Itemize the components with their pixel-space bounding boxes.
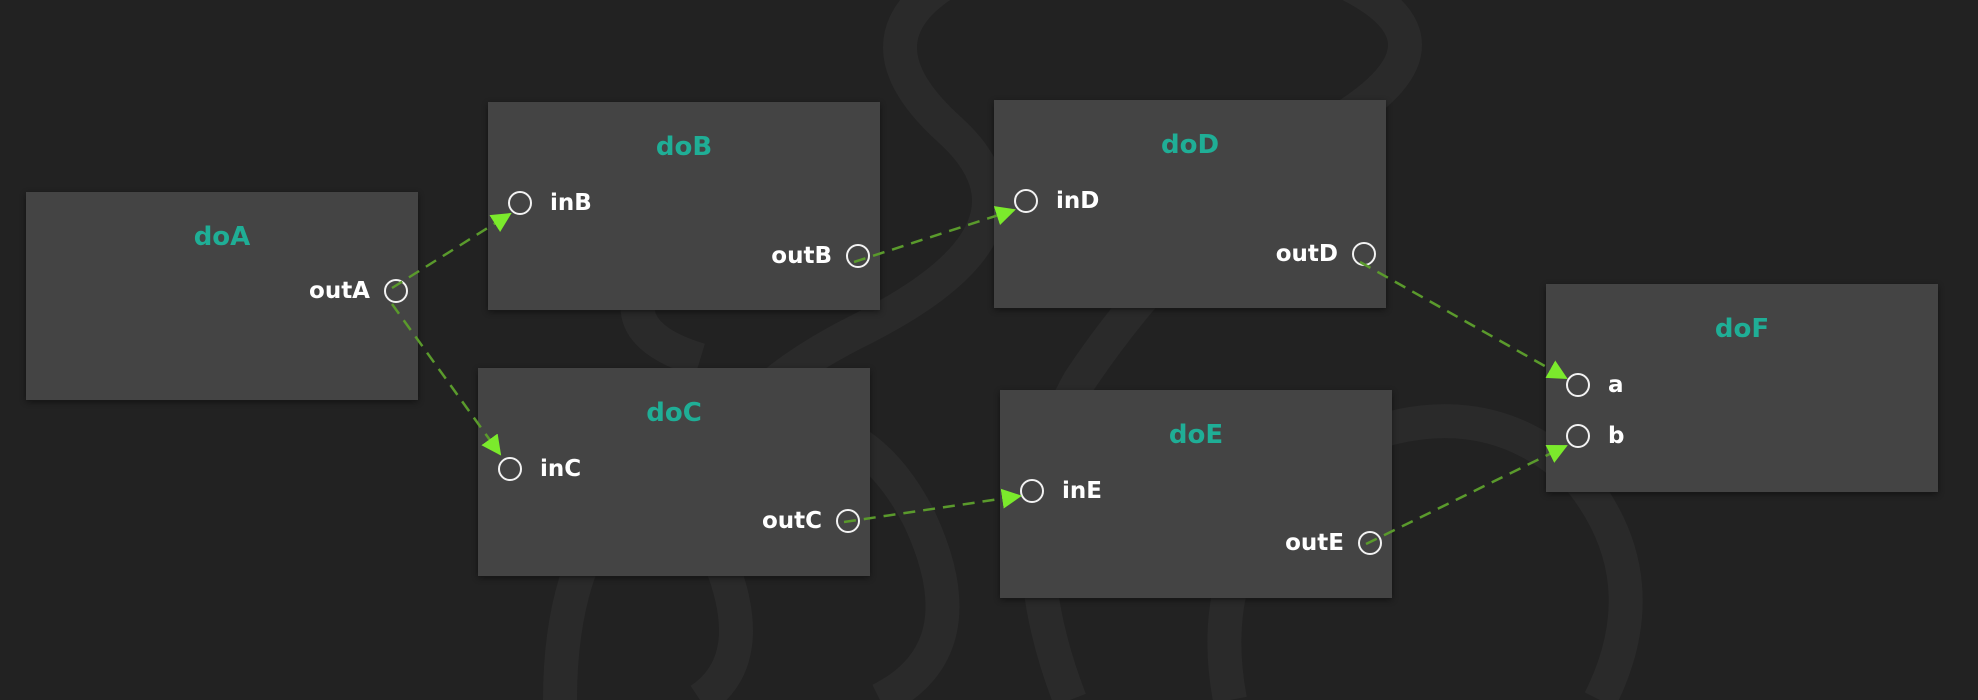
port-label: outA <box>309 278 370 304</box>
input-port-b[interactable]: b <box>1566 421 1624 451</box>
port-label: inD <box>1056 188 1100 214</box>
port-label: inB <box>550 190 592 216</box>
port-label: outB <box>771 243 832 269</box>
port-label: b <box>1608 423 1625 449</box>
port-circle-icon[interactable] <box>508 191 532 215</box>
port-label: inE <box>1062 478 1102 504</box>
node-doA[interactable]: doA outA <box>26 192 418 400</box>
port-label: outC <box>761 508 822 534</box>
input-port-inE[interactable]: inE <box>1020 476 1102 506</box>
output-port-outC[interactable]: outC <box>762 506 860 536</box>
output-port-outA[interactable]: outA <box>309 276 408 306</box>
output-port-outE[interactable]: outE <box>1285 528 1382 558</box>
input-port-inC[interactable]: inC <box>498 454 581 484</box>
port-label: outE <box>1285 530 1344 556</box>
node-doC[interactable]: doC inC outC <box>478 368 870 576</box>
port-label: inC <box>540 456 582 482</box>
input-port-inB[interactable]: inB <box>508 188 592 218</box>
port-label: a <box>1608 372 1624 398</box>
input-port-inD[interactable]: inD <box>1014 186 1099 216</box>
port-circle-icon[interactable] <box>1020 479 1044 503</box>
port-circle-icon[interactable] <box>1014 189 1038 213</box>
node-doE[interactable]: doE inE outE <box>1000 390 1392 598</box>
output-port-outD[interactable]: outD <box>1276 239 1376 269</box>
port-circle-icon[interactable] <box>1352 242 1376 266</box>
node-title: doE <box>1168 420 1224 450</box>
node-doF[interactable]: doF a b <box>1546 284 1938 492</box>
node-title: doA <box>193 222 251 252</box>
port-label: outD <box>1275 241 1338 267</box>
port-circle-icon[interactable] <box>1566 373 1590 397</box>
port-circle-icon[interactable] <box>498 457 522 481</box>
node-title: doD <box>1160 130 1220 160</box>
node-doB[interactable]: doB inB outB <box>488 102 880 310</box>
node-title: doC <box>646 398 702 428</box>
output-port-outB[interactable]: outB <box>771 241 870 271</box>
port-circle-icon[interactable] <box>846 244 870 268</box>
port-circle-icon[interactable] <box>1566 424 1590 448</box>
node-title: doB <box>655 132 713 162</box>
port-circle-icon[interactable] <box>1358 531 1382 555</box>
port-circle-icon[interactable] <box>384 279 408 303</box>
node-title: doF <box>1714 314 1770 344</box>
input-port-a[interactable]: a <box>1566 370 1624 400</box>
node-doD[interactable]: doD inD outD <box>994 100 1386 308</box>
port-circle-icon[interactable] <box>836 509 860 533</box>
